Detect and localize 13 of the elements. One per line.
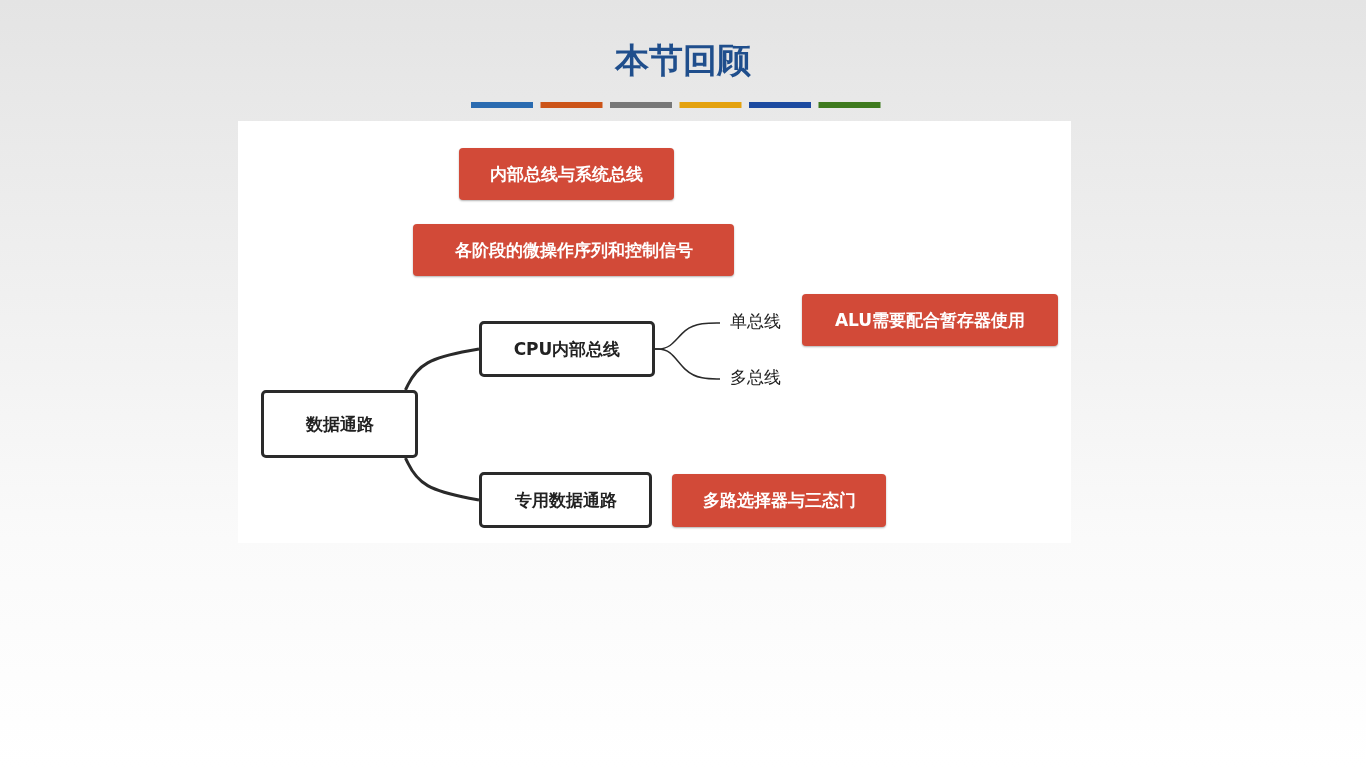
subtopic-text: 多总线 [720, 362, 790, 392]
topic-box: CPU内部总线 [479, 321, 655, 377]
central-topic-box: 数据通路 [261, 390, 418, 458]
subtopic-text: 单总线 [720, 306, 790, 336]
slide-title: 本节回顾 [613, 39, 752, 82]
connector-curve [404, 457, 480, 502]
branch-line [654, 348, 721, 380]
note-box: ALU需要配合暂存器使用 [802, 294, 1058, 346]
connector-curve [404, 347, 480, 391]
note-box: 内部总线与系统总线 [459, 148, 674, 200]
note-box: 各阶段的微操作序列和控制信号 [413, 224, 734, 276]
note-box: 多路选择器与三态门 [672, 474, 886, 527]
topic-box: 专用数据通路 [479, 472, 652, 528]
